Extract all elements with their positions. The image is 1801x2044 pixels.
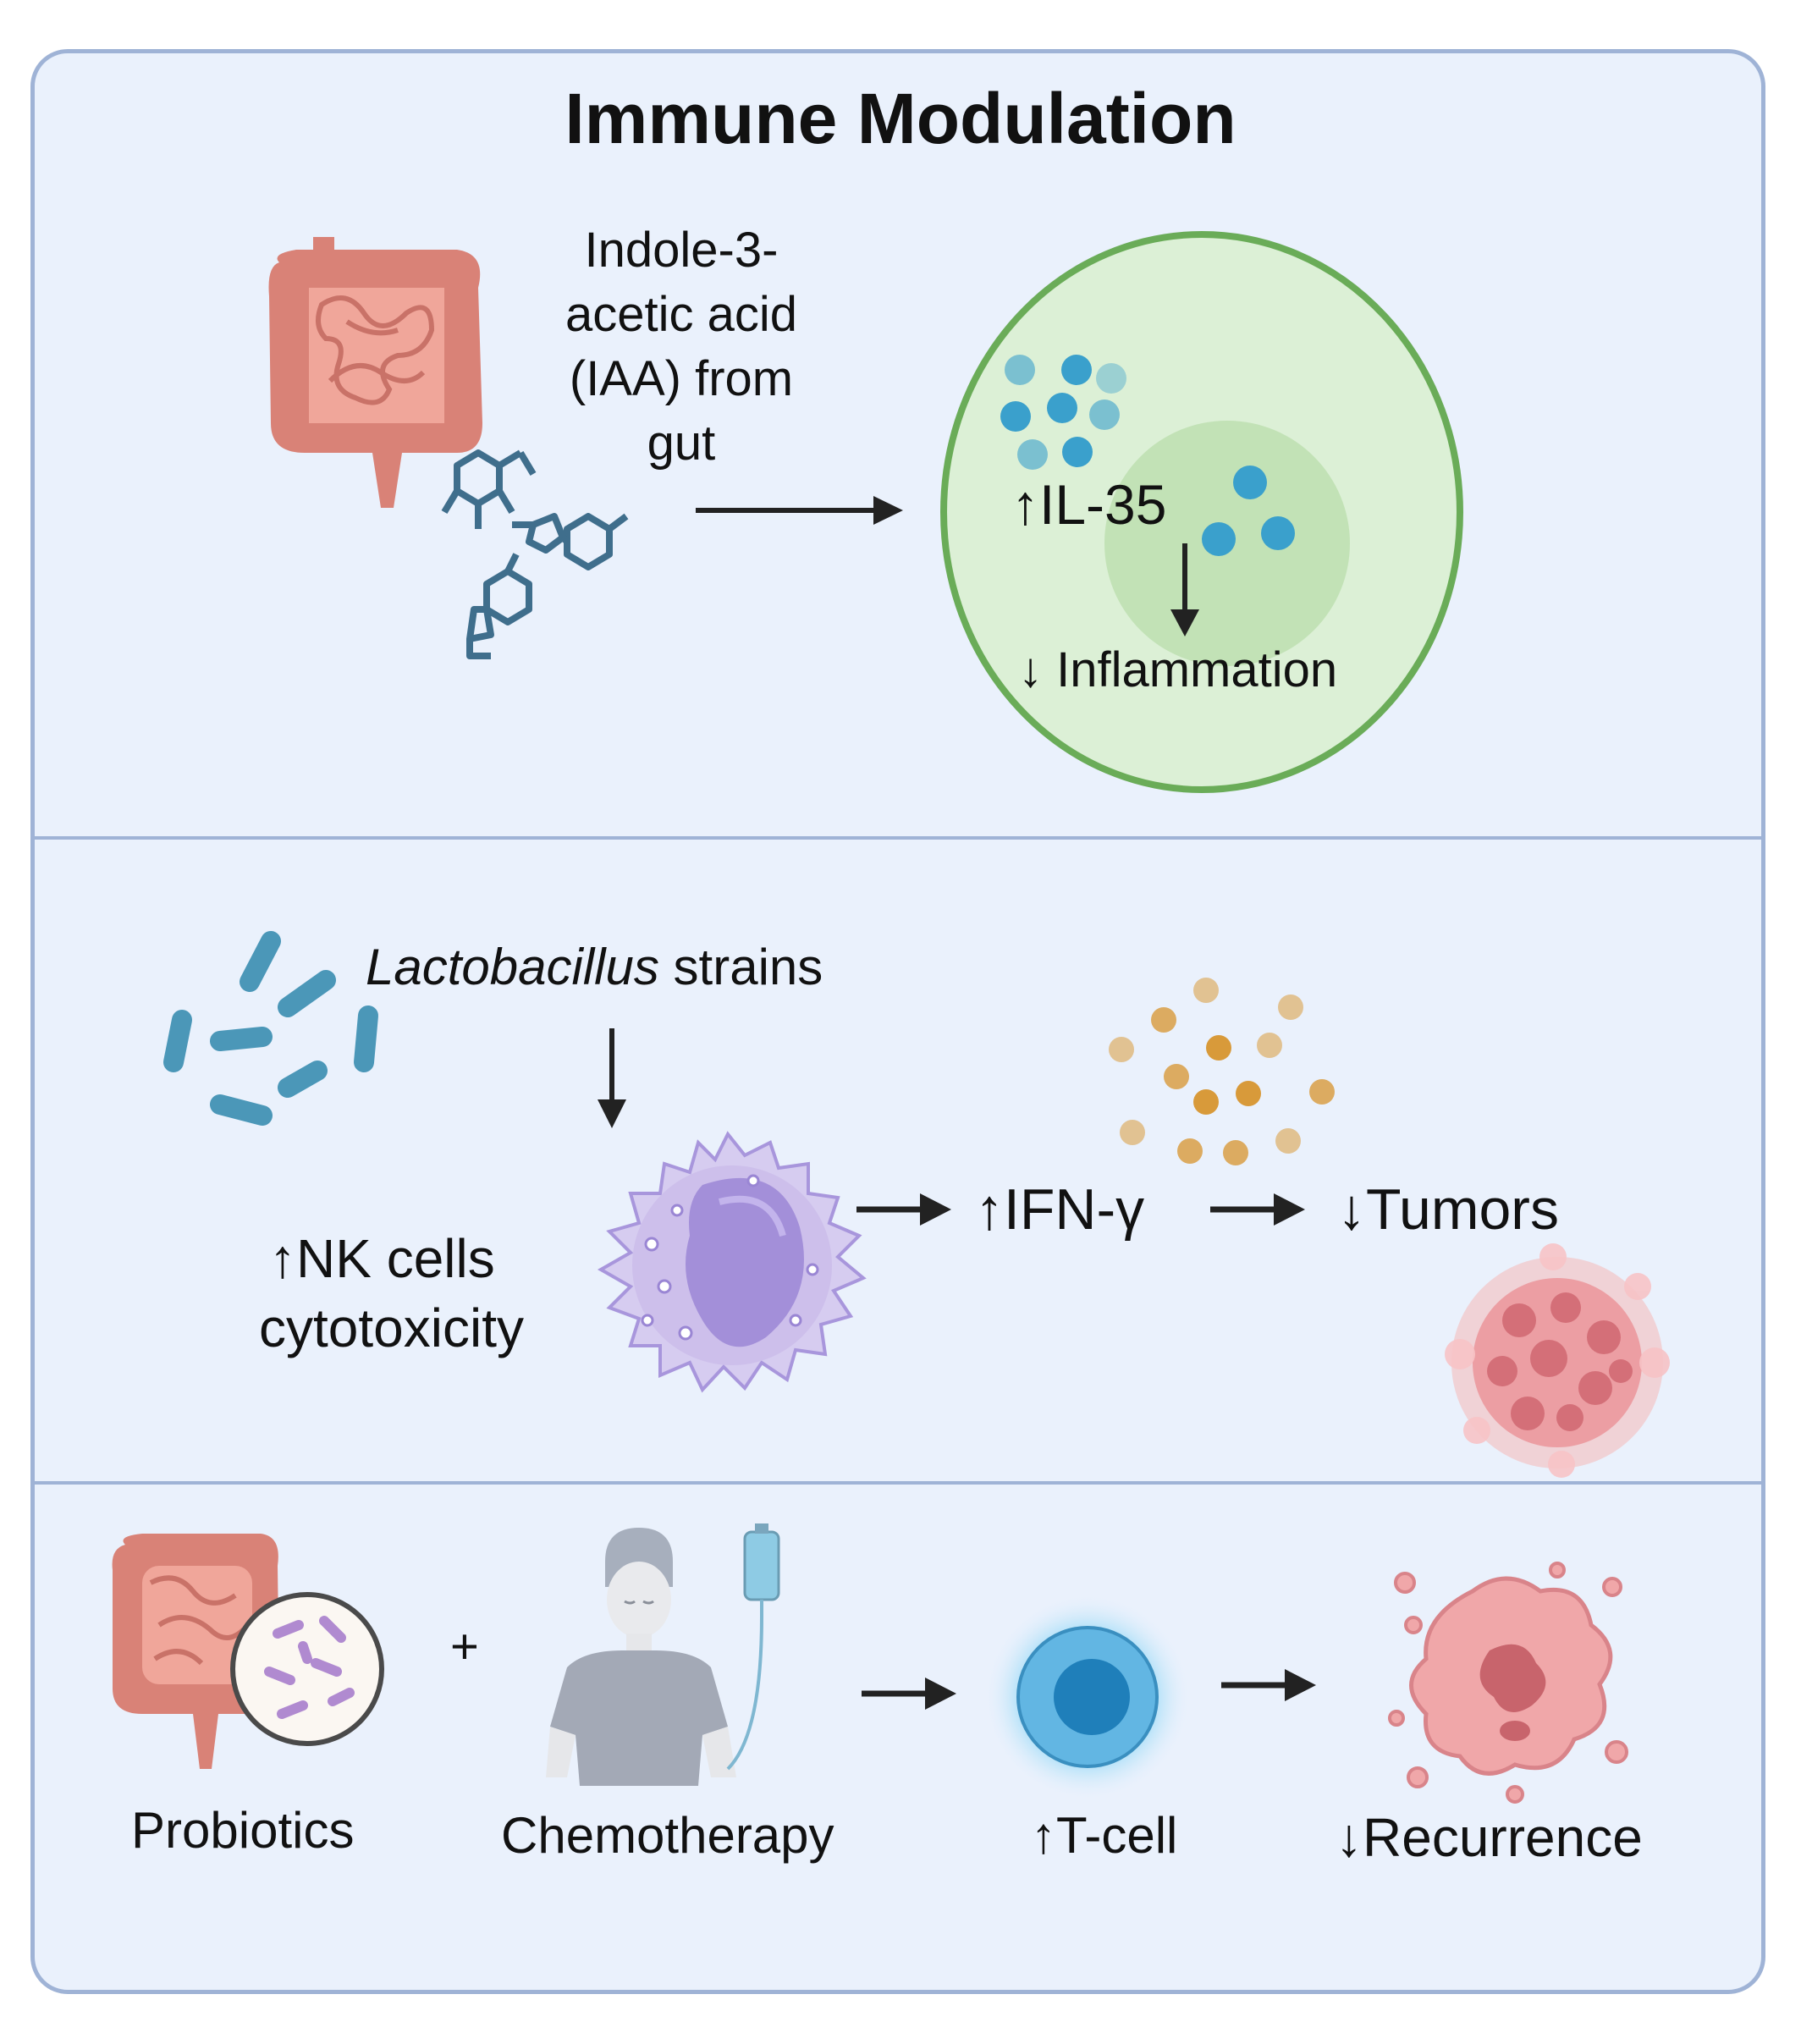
recurrence-tumor-icon (1388, 1562, 1628, 1804)
lactobacillus-label: Lactobacillus strains (366, 938, 823, 996)
iaa-label-line-1: Indole-3- (584, 223, 779, 278)
arrow-down-icon (598, 1028, 626, 1128)
nk-cell-icon (597, 1131, 867, 1393)
t-cell-label: ↑T-cell (1031, 1807, 1178, 1864)
iaa-label-line-4: gut (647, 416, 716, 471)
arrow-right-icon-3 (1210, 1193, 1305, 1226)
chemotherapy-patient-icon (546, 1523, 780, 1786)
tumor-cluster-icon (1445, 1243, 1670, 1478)
inflammation-label: ↓ Inflammation (1018, 642, 1338, 697)
panel-divider-2 (34, 1481, 1762, 1485)
lactobacillus-suffix: strains (658, 939, 823, 995)
recurrence-label: ↓Recurrence (1336, 1807, 1643, 1868)
figure-title: Immune Modulation (565, 79, 1236, 158)
nk-label-line-2: cytotoxicity (259, 1297, 524, 1358)
iaa-molecule-icon (441, 449, 629, 659)
lactobacillus-bacteria-icon (163, 931, 378, 1126)
arrow-right-icon (696, 496, 903, 525)
t-cell-icon (984, 1594, 1191, 1800)
arrow-right-icon-2 (856, 1193, 951, 1226)
arrow-right-icon-4 (862, 1678, 956, 1710)
lactobacillus-name: Lactobacillus (366, 939, 659, 995)
panel-divider-1 (34, 836, 1762, 840)
ifn-gamma-dots-icon (1109, 978, 1335, 1165)
il35-label: ↑IL-35 (1011, 473, 1167, 536)
arrow-right-icon-5 (1221, 1669, 1316, 1701)
nk-label-line-1: ↑NK cells (269, 1228, 495, 1289)
gut-intestine-icon (268, 237, 482, 508)
immune-cell-icon (940, 231, 1463, 793)
probiotics-label: Probiotics (131, 1802, 355, 1859)
probiotics-gut-icon (112, 1534, 384, 1769)
tumors-label: ↓Tumors (1337, 1177, 1559, 1242)
ifn-gamma-label: ↑IFN-γ (975, 1177, 1145, 1242)
iaa-label-line-3: (IAA) from (569, 351, 794, 406)
chemotherapy-label: Chemotherapy (501, 1807, 834, 1864)
plus-sign: + (450, 1619, 479, 1674)
iaa-label-line-2: acetic acid (565, 287, 798, 342)
